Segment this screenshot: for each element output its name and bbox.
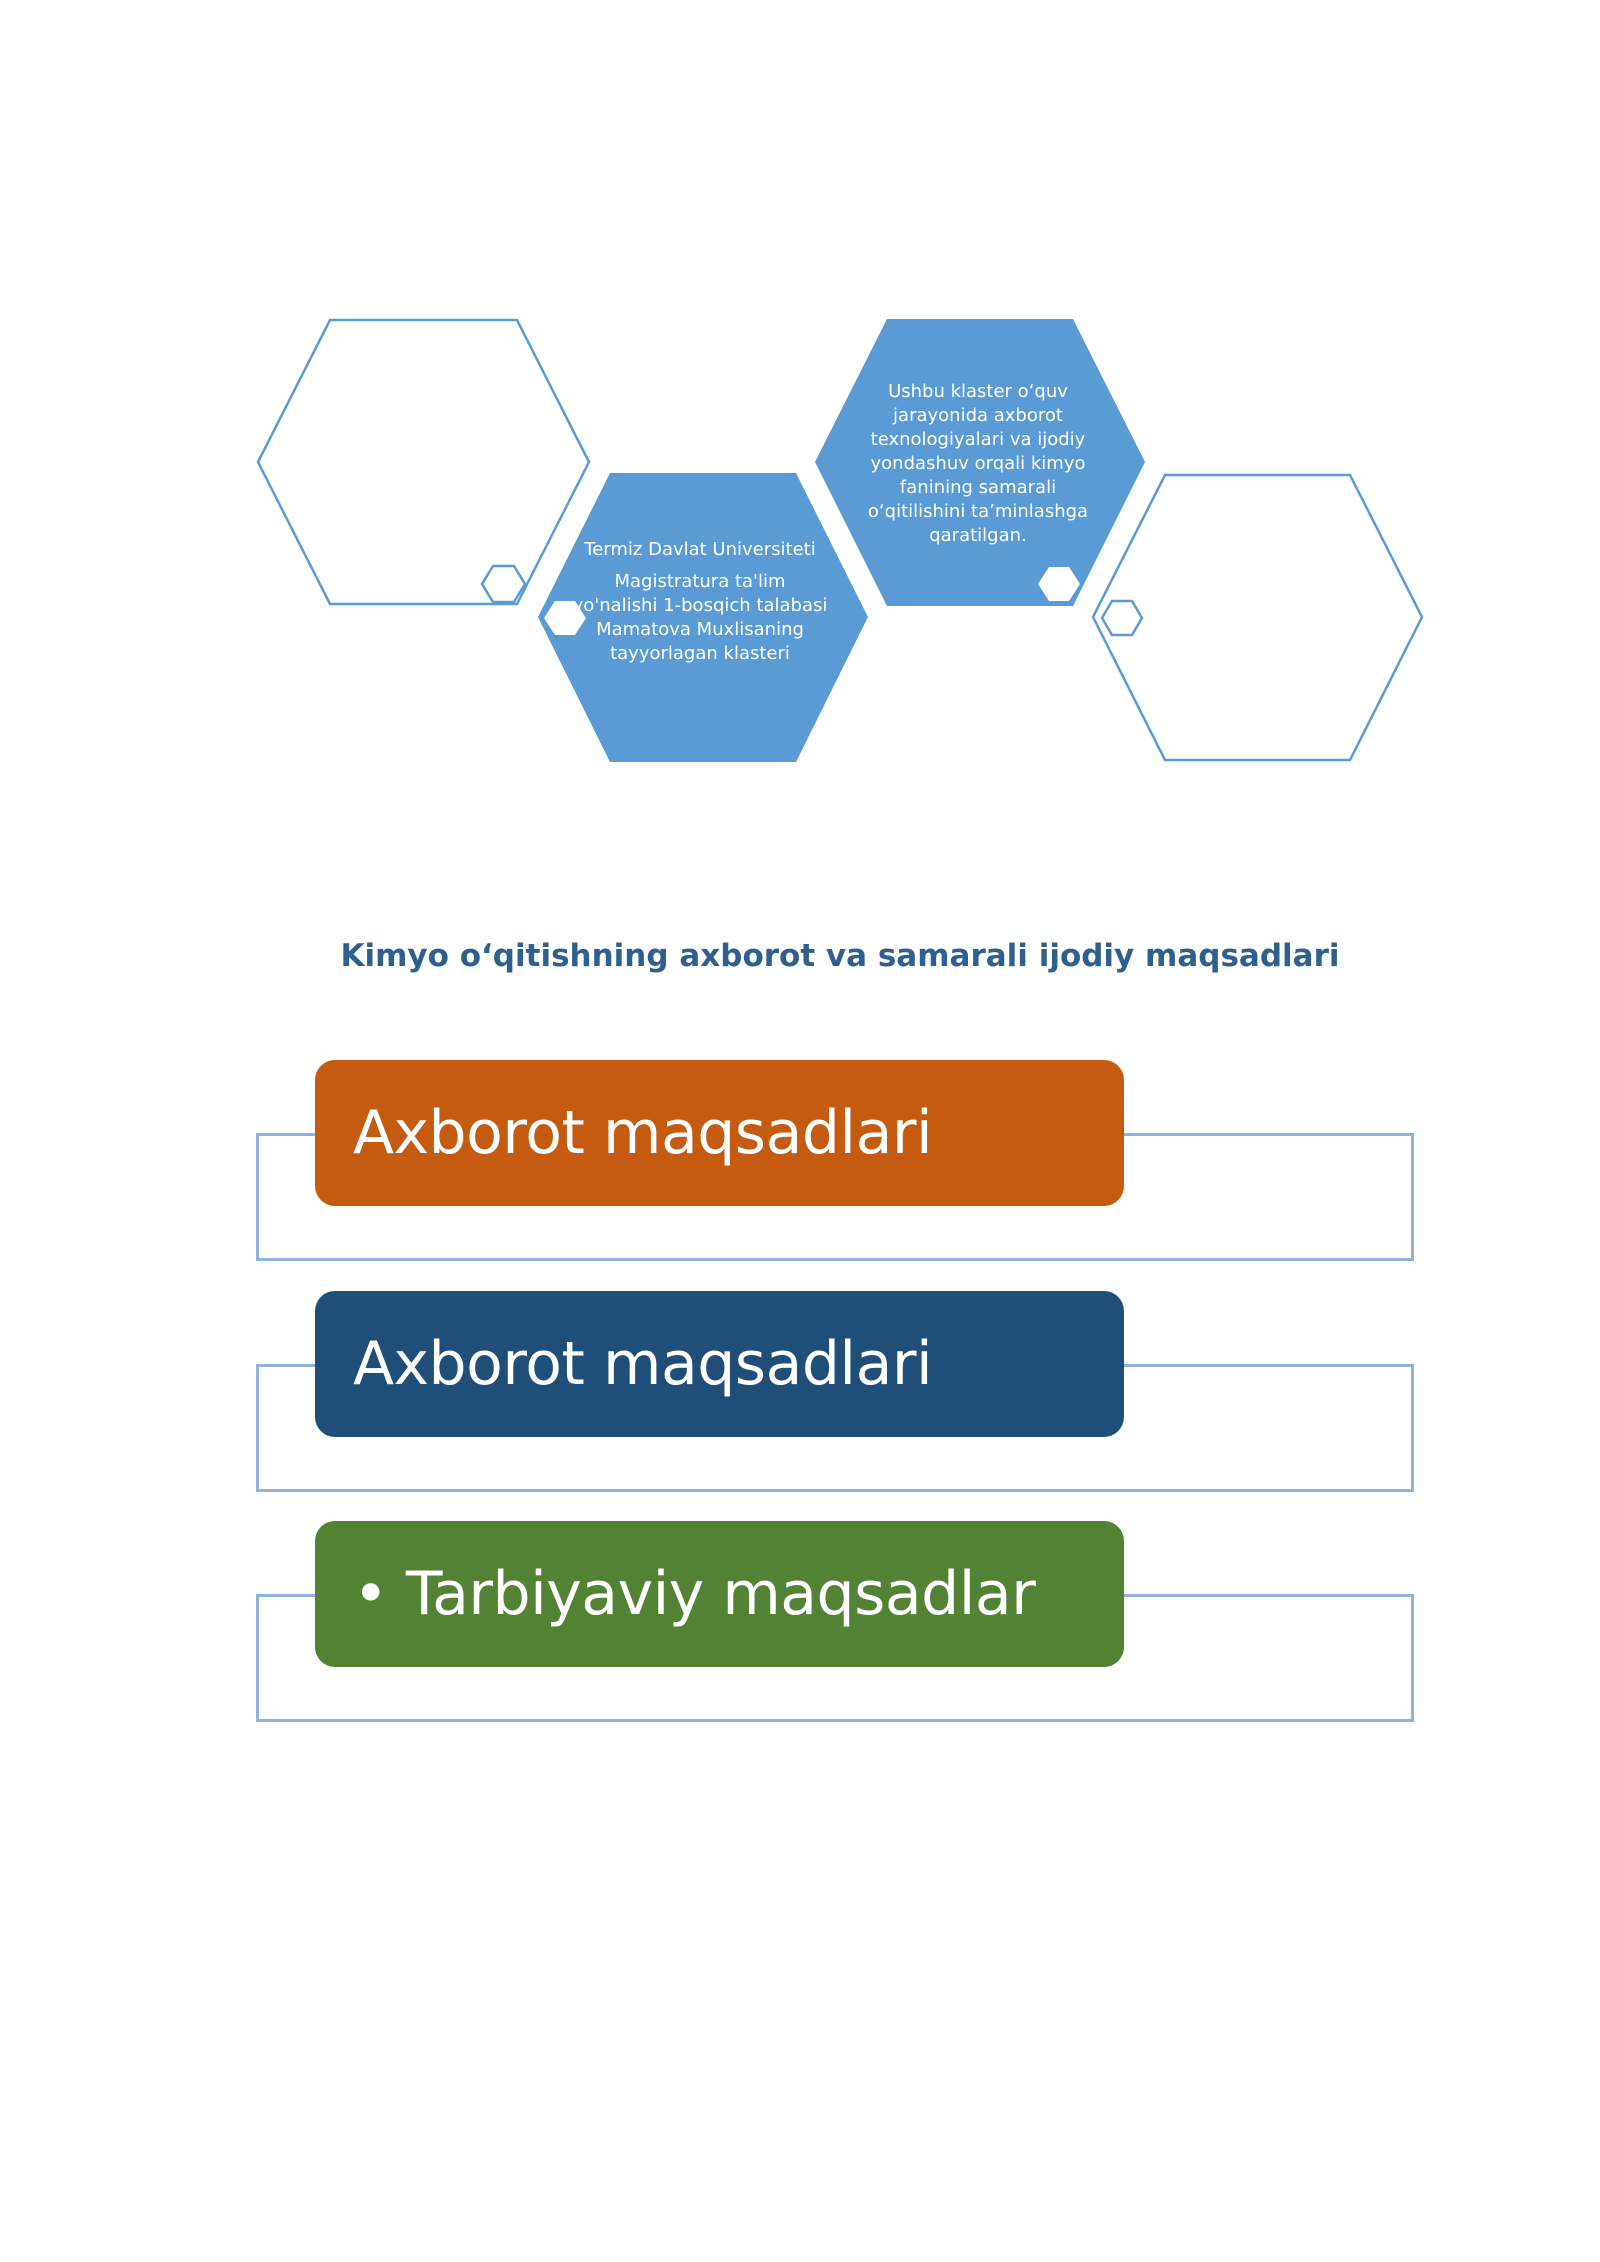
author-description: Magistratura ta'lim yo'nalishi 1-bosqich… [572,571,828,664]
hexagon-outline-1 [256,318,591,606]
goal-label-1: Axborot maqsadlari [353,1098,933,1168]
small-hexagon-outline-1 [480,564,527,604]
goal-label-3: Tarbiyaviy maqsadlar [405,1559,1036,1629]
small-hexagon-filled-2 [544,601,586,635]
goal-box-1: Axborot maqsadlari [315,1060,1124,1206]
hexagon-cluster [256,318,1424,762]
goal-box-3: • Tarbiyaviy maqsadlar [315,1521,1124,1667]
goal-box-2: Axborot maqsadlari [315,1291,1124,1437]
university-name: Termiz Davlat Universiteti [584,539,816,560]
hexagon-outline-4 [1091,473,1424,762]
small-hexagon-outline-4 [1100,599,1144,637]
hexagon-2-text: Termiz Davlat Universiteti Magistratura … [570,538,830,666]
hexagon-filled-2 [538,473,868,762]
goal-label-2: Axborot maqsadlari [353,1329,933,1399]
small-hexagon-filled-3 [1038,567,1080,601]
hexagon-filled-3 [815,319,1145,606]
hexagon-3-text: Ushbu klaster o‘quv jarayonida axborot t… [867,381,1089,546]
section-title: Kimyo o‘qitishning axborot va samarali i… [340,938,1340,974]
bullet-icon: • [353,1559,388,1629]
